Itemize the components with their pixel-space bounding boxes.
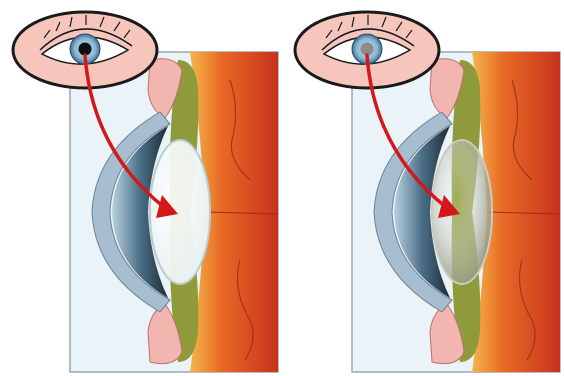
normal-eye-panel bbox=[0, 0, 282, 376]
eye-cross-section-svg bbox=[282, 0, 564, 376]
eye-badge bbox=[13, 12, 157, 88]
eye-badge bbox=[295, 12, 439, 88]
cataract-eye-panel bbox=[282, 0, 564, 376]
eye-cross-section-svg bbox=[0, 0, 282, 376]
